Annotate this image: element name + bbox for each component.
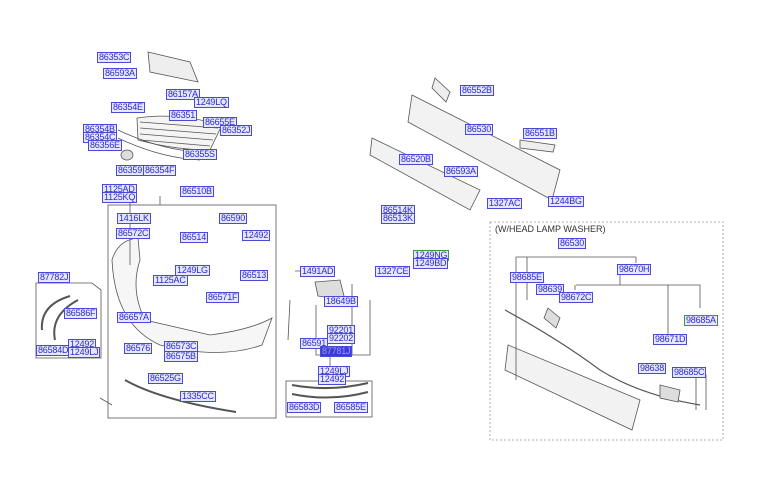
part-label[interactable]: 98685A — [684, 315, 718, 326]
part-label[interactable]: 98685C — [672, 367, 707, 378]
part-label[interactable]: 86583D — [287, 402, 322, 413]
part-label[interactable]: 86510B — [180, 186, 214, 197]
washer-group-caption: (W/HEAD LAMP WASHER) — [495, 224, 606, 234]
part-label[interactable]: 98671D — [653, 334, 688, 345]
part-label[interactable]: 92202 — [327, 333, 356, 344]
part-label[interactable]: 98670H — [617, 264, 652, 275]
part-label[interactable]: 86356E — [88, 140, 122, 151]
part-label[interactable]: 1125KQ — [102, 192, 138, 203]
bumper-group-box — [107, 204, 277, 419]
part-label[interactable]: 1327CE — [375, 266, 411, 277]
part-label[interactable]: 86525G — [148, 373, 183, 384]
part-label[interactable]: 86354E — [111, 102, 145, 113]
part-label[interactable]: 86530 — [465, 124, 494, 135]
part-label[interactable]: 86530 — [558, 238, 587, 249]
part-label[interactable]: 86586F — [64, 308, 98, 319]
lip-spoiler — [124, 379, 237, 413]
part-label[interactable]: 1327AC — [487, 198, 523, 209]
part-label[interactable]: 1249LQ — [194, 97, 229, 108]
part-label[interactable]: 86576 — [124, 343, 153, 354]
part-label[interactable]: 18649B — [324, 296, 358, 307]
part-label[interactable]: 86551B — [523, 128, 557, 139]
part-label[interactable]: 86353C — [97, 52, 132, 63]
bumper-cover — [111, 237, 273, 353]
part-label[interactable]: 86520B — [399, 154, 433, 165]
part-label[interactable]: 86655E — [203, 117, 237, 128]
part-label[interactable]: 86591 — [300, 338, 329, 349]
part-label[interactable]: 1249LG — [175, 265, 210, 276]
part-label[interactable]: 12492 — [242, 230, 271, 241]
grille-bracket — [147, 51, 199, 83]
part-label[interactable]: 86593A — [103, 68, 137, 79]
part-label[interactable]: 86572C — [116, 228, 151, 239]
part-label[interactable]: 86352J — [220, 125, 253, 136]
part-label[interactable]: 1249LJ — [68, 347, 101, 358]
part-label[interactable]: 86552B — [460, 85, 494, 96]
part-label[interactable]: 86585E — [334, 402, 368, 413]
part-label[interactable]: 1335CC — [180, 391, 216, 402]
part-label[interactable]: 86657A — [117, 312, 151, 323]
part-label[interactable]: 1491AD — [300, 266, 336, 277]
emblem — [120, 149, 134, 161]
part-label[interactable]: 1244BG — [548, 196, 584, 207]
part-label[interactable]: 1125AC — [153, 275, 188, 286]
part-label[interactable]: 1249BD — [413, 258, 449, 269]
part-label[interactable]: 86359 — [116, 165, 145, 176]
part-label[interactable]: 98672C — [559, 292, 594, 303]
part-label[interactable]: 86354F — [143, 165, 177, 176]
part-label[interactable]: 86355S — [183, 149, 217, 160]
part-label[interactable]: 1416LK — [117, 213, 151, 224]
part-label[interactable]: 86513 — [240, 270, 269, 281]
part-label[interactable]: 86575B — [164, 351, 198, 362]
side-molding — [40, 295, 79, 341]
part-label[interactable]: 86593A — [444, 166, 478, 177]
part-label[interactable]: 86584D — [36, 345, 71, 356]
part-label[interactable]: 98638 — [638, 363, 667, 374]
part-label[interactable]: 98639 — [536, 284, 565, 295]
part-label[interactable]: 86351 — [169, 110, 198, 121]
part-label[interactable]: 86157A — [166, 89, 200, 100]
part-label[interactable]: 86514 — [180, 232, 209, 243]
part-label[interactable]: 12492 — [318, 374, 347, 385]
part-label[interactable]: 87782J — [38, 272, 71, 283]
part-label[interactable]: 86513K — [381, 213, 415, 224]
part-label-selected[interactable]: 87781J — [320, 346, 353, 357]
washer-group-box — [489, 221, 724, 441]
part-label[interactable]: 98685E — [510, 272, 544, 283]
part-label[interactable]: 86590 — [219, 213, 248, 224]
part-label[interactable]: 86571F — [206, 292, 240, 303]
